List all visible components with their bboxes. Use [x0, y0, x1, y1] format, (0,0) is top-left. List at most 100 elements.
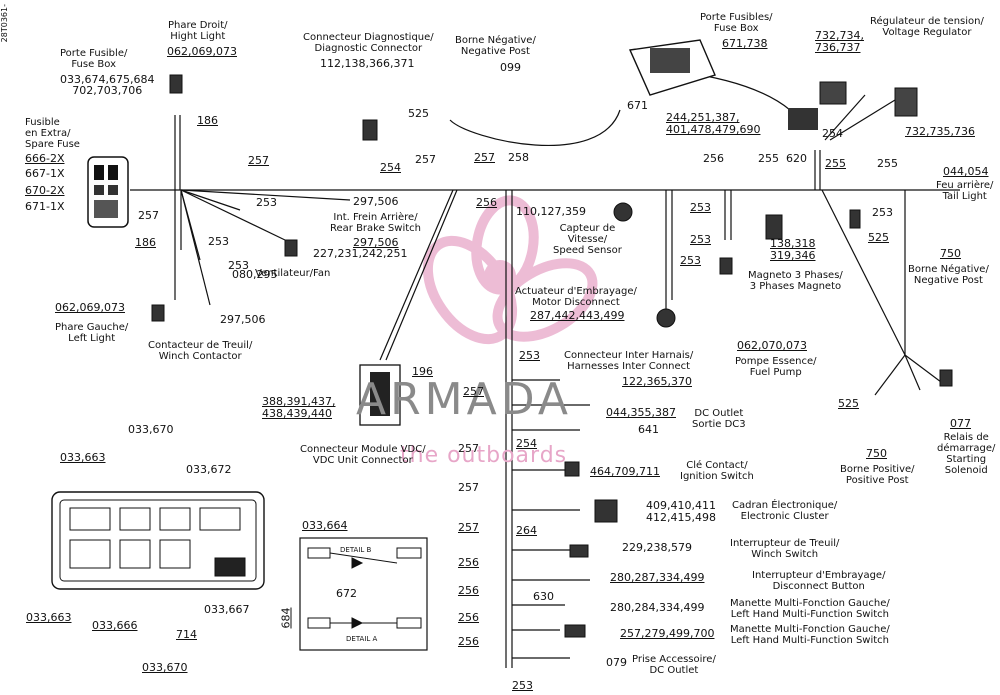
label-254a: 254	[380, 161, 401, 174]
label-257c: 257	[415, 153, 436, 166]
label-dc-outlet: DC Outlet Sortie DC3	[692, 408, 746, 430]
label-neg-post-right-num: 750	[940, 247, 961, 260]
label-pos-post-num: 750	[866, 447, 887, 460]
figure-id: 28T0361-	[0, 4, 9, 43]
starting-solenoid-icon	[939, 369, 953, 387]
label-voltage-regulator-nums2: 732,735,736	[905, 125, 975, 138]
watermark-brand: ARMADA	[356, 374, 572, 425]
label-voltage-regulator-nums: 732,734, 736,737	[815, 29, 864, 54]
label-253h: 253	[872, 206, 893, 219]
label-033-663b: 033,663	[26, 611, 72, 624]
label-244-group: 244,251,387, 401,478,479,690	[666, 111, 761, 136]
label-264a: 264	[516, 524, 537, 537]
voltage-regulator-icon	[819, 81, 918, 117]
motor-disconnect-icon	[656, 308, 676, 328]
label-tail-light-num: 044,054	[943, 165, 989, 178]
label-257g: 257	[458, 481, 479, 494]
label-253b: 253	[208, 235, 229, 248]
label-630: 630	[533, 590, 554, 603]
label-033-663a: 033,663	[60, 451, 106, 464]
label-253a: 253	[256, 196, 277, 209]
label-spare-667: 667-1X	[25, 167, 65, 180]
label-lh-switch2-nums: 257,279,499,700	[620, 627, 715, 640]
label-256a: 256	[703, 152, 724, 165]
label-033-667: 033,667	[204, 603, 250, 616]
label-detail-b: DETAIL B	[340, 546, 372, 554]
fuse-panel-icon	[51, 491, 265, 590]
head-light-left-icon	[151, 304, 165, 322]
label-fan-nums: 227,231,242,251	[313, 247, 408, 260]
fuse-box-right-icon	[628, 39, 818, 130]
label-fuse-box-left-nums: 033,674,675,684 702,703,706	[60, 73, 155, 97]
label-head-light-right: Phare Droit/ Hight Light	[168, 20, 228, 42]
label-neg-post-top-num: 099	[500, 61, 521, 74]
label-cluster-nums: 409,410,411 412,415,498	[646, 499, 716, 524]
head-light-right-icon	[169, 74, 183, 94]
label-spare-671: 671-1X	[25, 200, 65, 213]
vdc-unit-connector-icon	[359, 364, 401, 426]
diag-connector-icon	[362, 119, 378, 141]
label-vdc-nums: 388,391,437, 438,439,440	[262, 395, 336, 420]
speed-sensor-icon	[613, 202, 633, 222]
label-033-672: 033,672	[186, 463, 232, 476]
label-detail-a: DETAIL A	[346, 635, 378, 643]
label-257f: 257	[458, 442, 479, 455]
label-winch-contactor-num: 297,506	[220, 313, 266, 326]
lh-switch-icon	[564, 624, 586, 638]
label-head-light-right-nums: 062,069,073	[167, 45, 237, 58]
label-257b: 257	[248, 154, 269, 167]
label-fuse-box-right-num: 671,738	[722, 37, 768, 50]
label-harness-inter: Connecteur Inter Harnais/ Harnesses Inte…	[564, 350, 694, 372]
label-186b: 186	[135, 236, 156, 249]
label-motor-disconnect-nums: 287,442,443,499	[530, 309, 625, 322]
label-fuse-box-left: Porte Fusible/ Fuse Box	[60, 48, 128, 70]
label-253f: 253	[680, 254, 701, 267]
label-641: 641	[638, 423, 659, 436]
label-dc-outlet-nums: 044,355,387	[606, 406, 676, 419]
label-harness-inter-nums: 122,365,370	[622, 375, 692, 388]
label-fan: Ventilateur/Fan	[255, 268, 331, 279]
label-tail-light: Feu arrière/ Tail Light	[936, 180, 994, 202]
label-525a: 525	[408, 107, 429, 120]
label-033-670b: 033,670	[142, 661, 188, 674]
label-256d: 256	[458, 584, 479, 597]
label-671: 671	[627, 99, 648, 112]
label-684: 684	[279, 607, 293, 629]
label-258: 258	[508, 151, 529, 164]
label-714: 714	[176, 628, 197, 641]
label-256e: 256	[458, 611, 479, 624]
label-254b: 254	[822, 127, 843, 140]
ignition-switch-icon	[564, 461, 580, 477]
label-motor-disconnect: Actuateur d'Embrayage/ Motor Disconnect	[515, 286, 637, 308]
label-ignition: Clé Contact/ Ignition Switch	[680, 460, 754, 482]
label-rear-brake-num1: 297,506	[353, 195, 399, 208]
label-magneto: Magneto 3 Phases/ 3 Phases Magneto	[748, 270, 843, 292]
watermark-subtitle: the outboards	[400, 443, 568, 468]
detail-box	[299, 537, 428, 651]
label-033-666: 033,666	[92, 619, 138, 632]
label-rear-brake-num2: 297,506	[353, 236, 399, 249]
label-accessory: Prise Accessoire/ DC Outlet	[632, 654, 716, 676]
label-255b: 255	[825, 157, 846, 170]
label-neg-post-right: Borne Négative/ Negative Post	[908, 264, 989, 286]
label-fuse-box-right: Porte Fusibles/ Fuse Box	[700, 12, 773, 34]
label-neg-post-top: Borne Négative/ Negative Post	[455, 35, 536, 57]
label-starting-solenoid-num: 077	[950, 417, 971, 430]
label-253-bottom: 253	[512, 679, 533, 692]
label-rear-brake: Int. Frein Arrière/ Rear Brake Switch	[330, 212, 421, 234]
label-spare-670: 670-2X	[25, 184, 65, 197]
fan-icon	[284, 239, 298, 257]
label-cluster: Cadran Électronique/ Electronic Cluster	[732, 500, 838, 522]
label-255c: 255	[877, 157, 898, 170]
label-disconnect-button: Interrupteur d'Embrayage/ Disconnect But…	[752, 570, 886, 592]
label-196: 196	[412, 365, 433, 378]
label-253e: 253	[690, 233, 711, 246]
label-speed-sensor-nums: 110,127,359	[516, 205, 586, 218]
label-speed-sensor: Capteur de Vitesse/ Speed Sensor	[553, 223, 622, 256]
neg-post-right-icon	[849, 209, 861, 229]
label-257d: 257	[474, 151, 495, 164]
label-lh-switch1: Manette Multi-Fonction Gauche/ Left Hand…	[730, 598, 890, 620]
label-lh-switch1-nums: 280,284,334,499	[610, 601, 705, 614]
label-lh-switch2: Manette Multi-Fonction Gauche/ Left Hand…	[730, 624, 890, 646]
watermark-propeller-icon	[422, 195, 598, 345]
